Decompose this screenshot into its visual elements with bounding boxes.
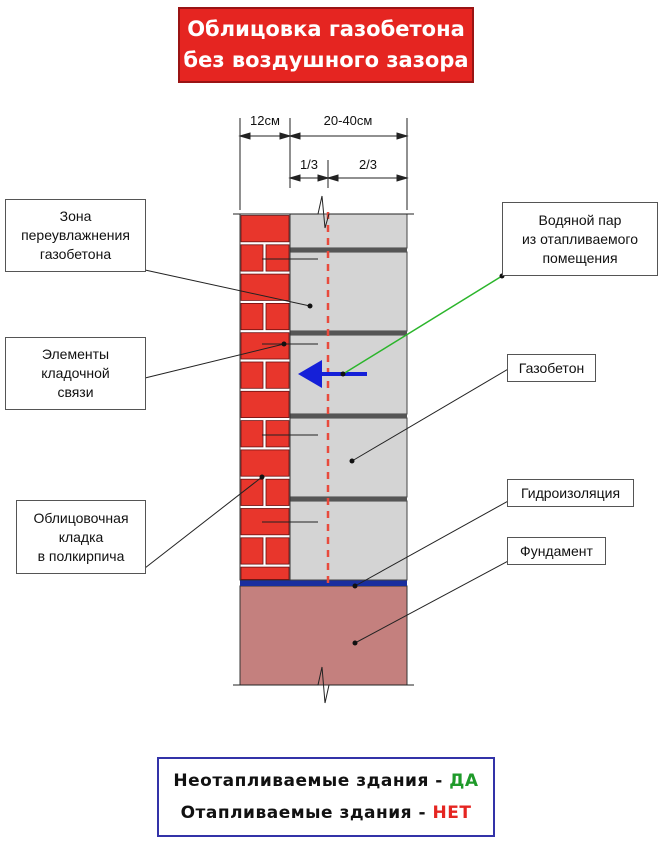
brick — [265, 478, 290, 506]
answer-yes: ДА — [449, 771, 479, 791]
facing-brick-wall — [239, 213, 291, 581]
bottom-break-mark — [233, 666, 414, 704]
dim-block-width: 20-40см — [323, 113, 373, 128]
brick — [240, 537, 264, 565]
masonry-ties — [262, 258, 318, 523]
brick — [265, 537, 290, 565]
dim-inner-third: 1/3 — [299, 157, 319, 172]
footer-line-heated: Отапливаемые здания - НЕТ — [180, 803, 472, 823]
label-water-vapor: Водяной пар из отапливаемого помещения — [502, 202, 658, 276]
brick — [240, 244, 264, 272]
brick — [240, 215, 290, 243]
label-foundation: Фундамент — [507, 537, 606, 565]
brick — [265, 420, 290, 448]
label-facing-masonry: Облицовочная кладка в полкирпича — [16, 500, 146, 574]
brick — [265, 244, 290, 272]
brick — [240, 332, 290, 360]
brick — [240, 566, 290, 580]
foundation-block — [239, 585, 408, 686]
brick — [240, 449, 290, 477]
leader-lines — [144, 269, 511, 644]
vapor-leader-line — [342, 275, 503, 375]
dim-outer-two-thirds: 2/3 — [358, 157, 378, 172]
block-joints — [290, 248, 407, 501]
title-line-2: без воздушного зазора — [183, 48, 469, 72]
answer-no: НЕТ — [432, 803, 472, 823]
brick — [240, 302, 264, 331]
waterproofing-layer — [240, 580, 407, 586]
top-break-mark — [233, 195, 414, 229]
dimension-lines — [238, 118, 409, 210]
aerated-concrete-blocks — [289, 213, 408, 581]
label-masonry-ties: Элементы кладочной связи — [5, 337, 146, 410]
leader-dots — [259, 273, 505, 646]
label-waterproofing: Гидроизоляция — [507, 479, 634, 507]
footer-line-unheated: Неотапливаемые здания - ДА — [173, 771, 479, 791]
brick — [240, 420, 264, 448]
brick — [265, 302, 290, 331]
brick — [240, 478, 264, 506]
brick — [265, 361, 290, 389]
title-line-1: Облицовка газобетона — [187, 17, 465, 41]
dim-brick-width: 12см — [250, 113, 280, 128]
brick — [240, 361, 264, 389]
label-aerated-concrete: Газобетон — [507, 354, 596, 382]
brick — [240, 390, 290, 418]
title-box: Облицовка газобетона без воздушного зазо… — [178, 7, 474, 83]
label-wet-zone: Зона переувлажнения газобетона — [5, 199, 146, 272]
footer-box: Неотапливаемые здания - ДА Отапливаемые … — [157, 757, 495, 837]
